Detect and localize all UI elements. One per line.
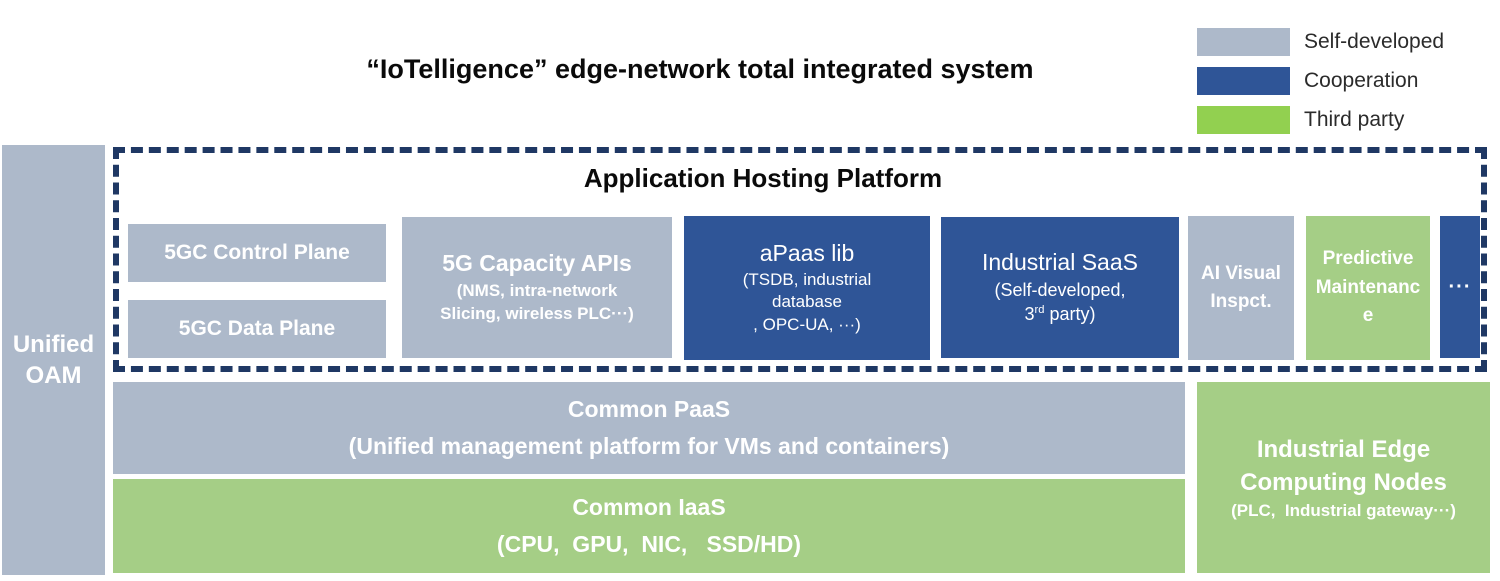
box-5g-capacity-apis-subtitle: (NMS, intra-network Slicing, wireless PL…	[440, 280, 634, 323]
legend: Self-developed Cooperation Third party	[1197, 28, 1444, 145]
common-paas-block: Common PaaS (Unified management platform…	[113, 382, 1185, 474]
box-5g-capacity-apis-title: 5G Capacity APIs	[442, 249, 632, 276]
industrial-edge-nodes-title: Industrial Edge Computing Nodes	[1240, 436, 1447, 496]
box-5gc-data-plane-label: 5GC Data Plane	[178, 317, 336, 340]
legend-row-third-party: Third party	[1197, 106, 1444, 134]
application-hosting-platform-title: Application Hosting Platform	[583, 163, 943, 193]
legend-swatch-self-developed	[1197, 28, 1290, 56]
diagram-title: “IoTelligence” edge-network total integr…	[366, 54, 1034, 84]
common-paas-subtitle: (Unified management platform for VMs and…	[348, 433, 950, 459]
box-apaas-lib-title: aPaas lib	[759, 240, 855, 267]
legend-row-cooperation: Cooperation	[1197, 67, 1444, 95]
legend-label-self-developed: Self-developed	[1304, 30, 1445, 53]
legend-row-self-developed: Self-developed	[1197, 28, 1444, 56]
box-ai-visual-inspct: AI Visual Inspct.	[1188, 216, 1294, 360]
box-industrial-saas-title: Industrial SaaS	[982, 249, 1138, 276]
common-paas-title: Common PaaS	[567, 396, 731, 423]
saas-sub-line2-rest: party)	[1044, 303, 1096, 324]
common-iaas-subtitle: (CPU, GPU, NIC, SSD/HD)	[496, 531, 802, 557]
legend-swatch-third-party	[1197, 106, 1290, 134]
box-more-ellipsis: ···	[1440, 216, 1480, 358]
box-5gc-data-plane: 5GC Data Plane	[128, 300, 386, 358]
common-iaas-title: Common IaaS	[572, 494, 726, 521]
unified-oam-block: Unified OAM	[2, 145, 105, 575]
legend-label-third-party: Third party	[1304, 108, 1405, 131]
box-industrial-saas-subtitle: (Self-developed, 3rd party)	[994, 279, 1125, 326]
box-5gc-control-plane: 5GC Control Plane	[128, 224, 386, 282]
box-apaas-lib: aPaas lib (TSDB, industrial database , O…	[684, 216, 930, 360]
box-predictive-maintenance: Predictive Maintenance	[1306, 216, 1430, 360]
box-industrial-saas: Industrial SaaS (Self-developed, 3rd par…	[941, 217, 1179, 358]
box-apaas-lib-subtitle: (TSDB, industrial database , OPC-UA, ···…	[742, 270, 872, 334]
saas-sub-line2-sup: rd	[1034, 303, 1045, 316]
unified-oam-label: Unified OAM	[12, 330, 95, 389]
legend-swatch-cooperation	[1197, 67, 1290, 95]
box-predictive-maintenance-label: Predictive Maintenance	[1315, 248, 1421, 327]
box-more-ellipsis-label: ···	[1448, 275, 1472, 298]
application-hosting-platform-container	[113, 147, 1487, 372]
box-ai-visual-inspct-label: AI Visual Inspct.	[1201, 262, 1281, 313]
box-5g-capacity-apis: 5G Capacity APIs (NMS, intra-network Sli…	[402, 217, 672, 358]
saas-sub-line2-num: 3	[1024, 303, 1035, 324]
box-5gc-control-plane-label: 5GC Control Plane	[164, 241, 350, 264]
saas-sub-line1: (Self-developed,	[994, 280, 1126, 301]
common-iaas-block: Common IaaS (CPU, GPU, NIC, SSD/HD)	[113, 479, 1185, 573]
industrial-edge-nodes-subtitle: (PLC, Industrial gateway···)	[1231, 500, 1456, 520]
industrial-edge-nodes-block: Industrial Edge Computing Nodes (PLC, In…	[1197, 382, 1490, 573]
legend-label-cooperation: Cooperation	[1304, 69, 1419, 92]
